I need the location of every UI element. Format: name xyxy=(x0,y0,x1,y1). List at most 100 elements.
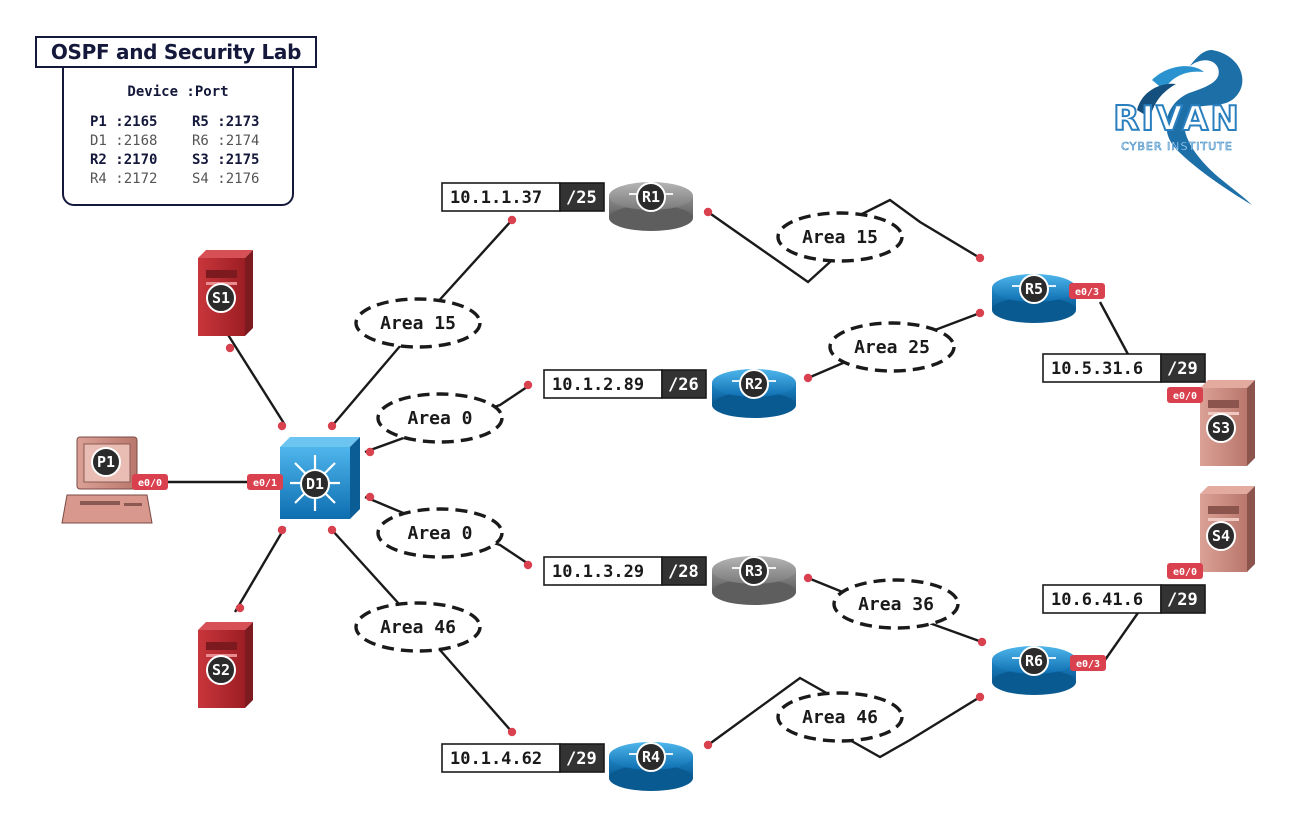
area-label: Area 46 xyxy=(776,691,904,743)
interface-port-label: e0/0 xyxy=(132,474,168,490)
area-label: Area 46 xyxy=(354,601,482,653)
link-endpoint-dot xyxy=(327,421,337,431)
badge-r6: R6 xyxy=(1019,646,1049,676)
dragon-icon xyxy=(1166,50,1252,205)
area-label: Area 0 xyxy=(376,392,504,444)
subnet-mask: /29 xyxy=(1167,359,1198,379)
link-endpoint-dot xyxy=(327,525,337,535)
legend-entry: P1 :2165 xyxy=(90,114,158,130)
badge-r5: R5 xyxy=(1019,274,1049,304)
link-s2-d1 xyxy=(233,526,287,613)
badge-d1: D1 xyxy=(300,469,330,499)
badge-p1: P1 xyxy=(91,447,121,477)
subnet-mask: /29 xyxy=(566,749,597,769)
interface-port-text: e0/0 xyxy=(1173,391,1197,402)
area-label-text: Area 25 xyxy=(854,337,930,358)
ip-address: 10.1.2.89 xyxy=(552,375,644,395)
link-endpoint-dot xyxy=(975,692,985,702)
link-s1-d1 xyxy=(223,329,287,426)
legend-entry: S4 :2176 xyxy=(192,171,260,187)
link-endpoint-dot xyxy=(975,308,985,318)
area-label: Area 36 xyxy=(832,578,960,630)
device-port-legend: Device :Port P1 :2165 R5 :2173 D1 :2168 R6 … xyxy=(62,68,294,206)
link-endpoint-dot xyxy=(703,207,713,217)
interface-port-label: e0/3 xyxy=(1069,283,1105,299)
interface-port-label: e0/1 xyxy=(247,474,283,490)
link-endpoint-dot xyxy=(803,573,813,583)
ip-address-label: 10.1.4.62/29 xyxy=(441,743,605,773)
ip-address: 10.1.3.29 xyxy=(552,562,644,582)
logo-name: RIVAN xyxy=(1113,99,1241,139)
subnet-mask: /26 xyxy=(668,375,699,395)
area-label-text: Area 15 xyxy=(802,227,878,248)
link-endpoint-dot xyxy=(975,253,985,263)
ip-address-label: 10.1.3.29/28 xyxy=(543,556,707,586)
link-endpoint-dot xyxy=(703,740,713,750)
ip-address-label: 10.1.1.37/25 xyxy=(441,182,605,212)
server-s2[interactable] xyxy=(198,622,253,708)
link-endpoint-dot xyxy=(365,492,375,502)
interface-port-text: e0/0 xyxy=(138,478,162,489)
interface-port-text: e0/3 xyxy=(1075,287,1099,298)
server-s1[interactable] xyxy=(198,250,253,336)
badge-r3: R3 xyxy=(739,556,769,586)
svg-text:R2: R2 xyxy=(745,375,763,393)
area-label: Area 15 xyxy=(354,297,482,349)
svg-text:R3: R3 xyxy=(745,562,763,580)
legend-entry: S3 :2175 xyxy=(192,152,260,168)
svg-text:R5: R5 xyxy=(1025,280,1043,298)
badge-r1: R1 xyxy=(636,182,666,212)
subnet-mask: /29 xyxy=(1167,590,1198,610)
link-r5-s3 xyxy=(1098,301,1132,359)
ip-address: 10.5.31.6 xyxy=(1051,359,1143,379)
svg-text:S4: S4 xyxy=(1212,527,1230,545)
link-endpoint-dot xyxy=(225,343,235,353)
area-label: Area 15 xyxy=(776,211,904,263)
link-endpoint-dot xyxy=(277,421,287,431)
svg-text:P1: P1 xyxy=(97,453,115,471)
interface-port-label: e0/3 xyxy=(1070,655,1106,671)
area-label: Area 0 xyxy=(376,507,504,559)
area-labels: Area 15 Area 0 Area 0 Area 46 Area 15 Area 25… xyxy=(354,211,960,743)
badge-s4: S4 xyxy=(1206,521,1236,551)
ip-address-label: 10.5.31.6/29 xyxy=(1042,353,1206,383)
badge-r2: R2 xyxy=(739,369,769,399)
svg-text:R1: R1 xyxy=(642,188,660,206)
interface-port-label: e0/0 xyxy=(1167,387,1203,403)
badge-s2: S2 xyxy=(206,655,236,685)
legend-entry: R5 :2173 xyxy=(192,114,260,130)
ip-address: 10.6.41.6 xyxy=(1051,590,1143,610)
interface-port-text: e0/0 xyxy=(1173,567,1197,578)
svg-text:R6: R6 xyxy=(1025,652,1043,670)
legend-entry: D1 :2168 xyxy=(90,133,158,149)
interface-port-label: e0/0 xyxy=(1167,563,1203,579)
area-label-text: Area 15 xyxy=(380,313,456,334)
legend-header: Device :Port xyxy=(127,84,229,100)
link-endpoint-dot xyxy=(523,380,533,390)
link-endpoint-dot xyxy=(365,447,375,457)
svg-text:S2: S2 xyxy=(212,661,230,679)
ip-address: 10.1.4.62 xyxy=(450,749,542,769)
badge-s3: S3 xyxy=(1206,413,1236,443)
legend-entry: R4 :2172 xyxy=(90,171,158,187)
interface-port-text: e0/3 xyxy=(1076,659,1100,670)
link-endpoint-dot xyxy=(277,525,287,535)
interface-port-text: e0/1 xyxy=(253,478,277,489)
badge-r4: R4 xyxy=(636,742,666,772)
legend-entry: R6 :2174 xyxy=(192,133,260,149)
link-endpoint-dot xyxy=(235,603,245,613)
link-endpoint-dot xyxy=(803,373,813,383)
badge-s1: S1 xyxy=(206,283,236,313)
svg-text:D1: D1 xyxy=(306,475,324,493)
ip-address-label: 10.6.41.6/29 xyxy=(1042,584,1206,614)
svg-text:S1: S1 xyxy=(212,289,230,307)
ip-address-label: 10.1.2.89/26 xyxy=(543,369,707,399)
subnet-mask: /25 xyxy=(566,188,597,208)
subnet-mask: /28 xyxy=(668,562,699,582)
rivan-logo: RIVAN CYBER INSTITUTE xyxy=(1112,50,1252,205)
link-endpoint-dot xyxy=(507,215,517,225)
link-endpoint-dot xyxy=(977,637,987,647)
logo-subtitle: CYBER INSTITUTE xyxy=(1121,140,1233,153)
